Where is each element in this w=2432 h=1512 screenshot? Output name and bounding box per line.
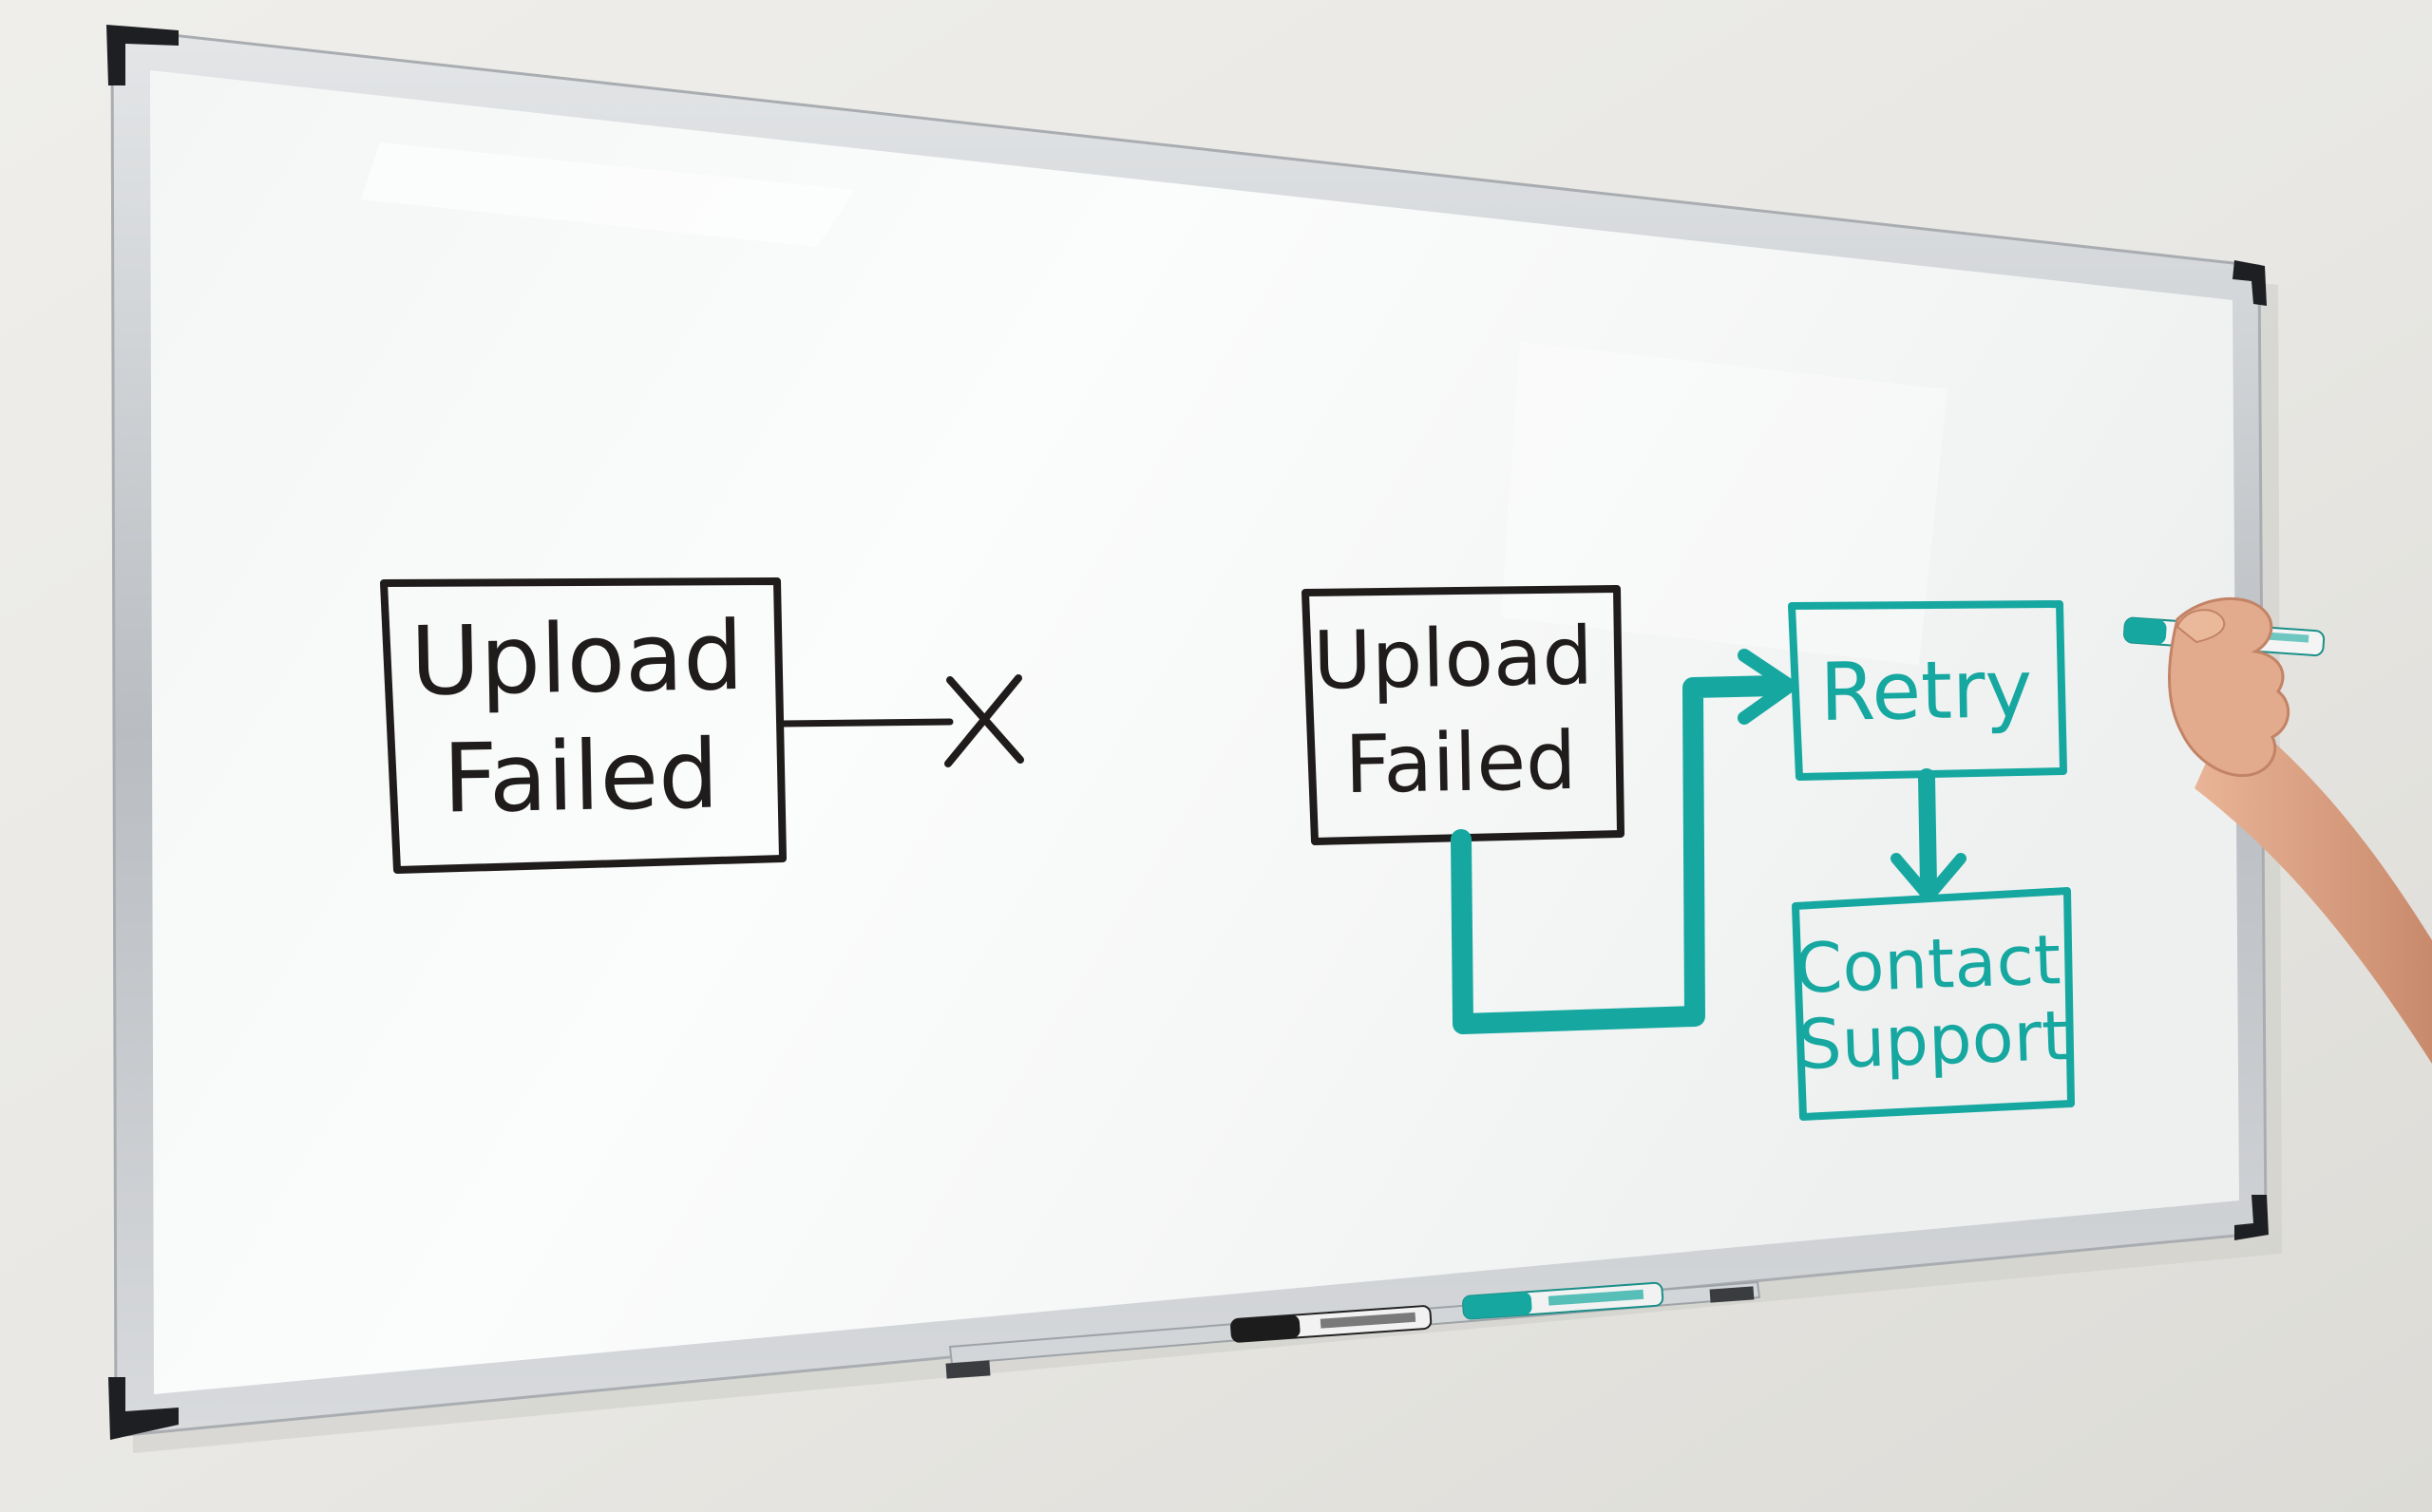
teal-marker [1462,1281,1664,1320]
right-flow: Upload Failed Retry Contact Support [1302,585,2075,1121]
board-surface [150,70,2239,1394]
corner-bottom-left [108,1377,179,1440]
left-box-label-line1: Upload [409,600,744,717]
support-label-line2: Support [1796,995,2069,1085]
right-box-label-line1: Upload [1312,609,1593,707]
right-upload-failed-box [1302,585,1624,845]
arm [2194,703,2432,1064]
support-connector-line [1918,768,1937,894]
corner-top-right [2232,260,2267,306]
board-glare [361,142,855,247]
support-label-line1: Contact [1794,919,2062,1009]
corner-bottom-right [2234,1195,2269,1240]
retry-box [1788,600,2067,781]
left-upload-failed-box [380,577,787,874]
hand [2168,596,2290,777]
contact-support-box [1792,887,2075,1121]
tray-bracket-left [945,1360,991,1379]
left-box-label-line2: Failed [442,718,719,834]
right-box-label-line2: Failed [1344,714,1577,811]
retry-label: Retry [1819,642,2033,739]
retry-arrowhead [1738,649,1796,725]
left-connector-line [777,718,954,728]
hand-holding-marker [2123,596,2432,1064]
tray-bracket-right [1709,1286,1755,1303]
retry-connector-path [1451,675,1787,1034]
left-flow: Upload Failed [380,577,1024,874]
corner-top-left [106,25,179,85]
failure-x-icon [944,674,1024,767]
board-glare-right [1501,342,1948,665]
black-marker [1230,1305,1433,1343]
thumb [2176,609,2226,644]
